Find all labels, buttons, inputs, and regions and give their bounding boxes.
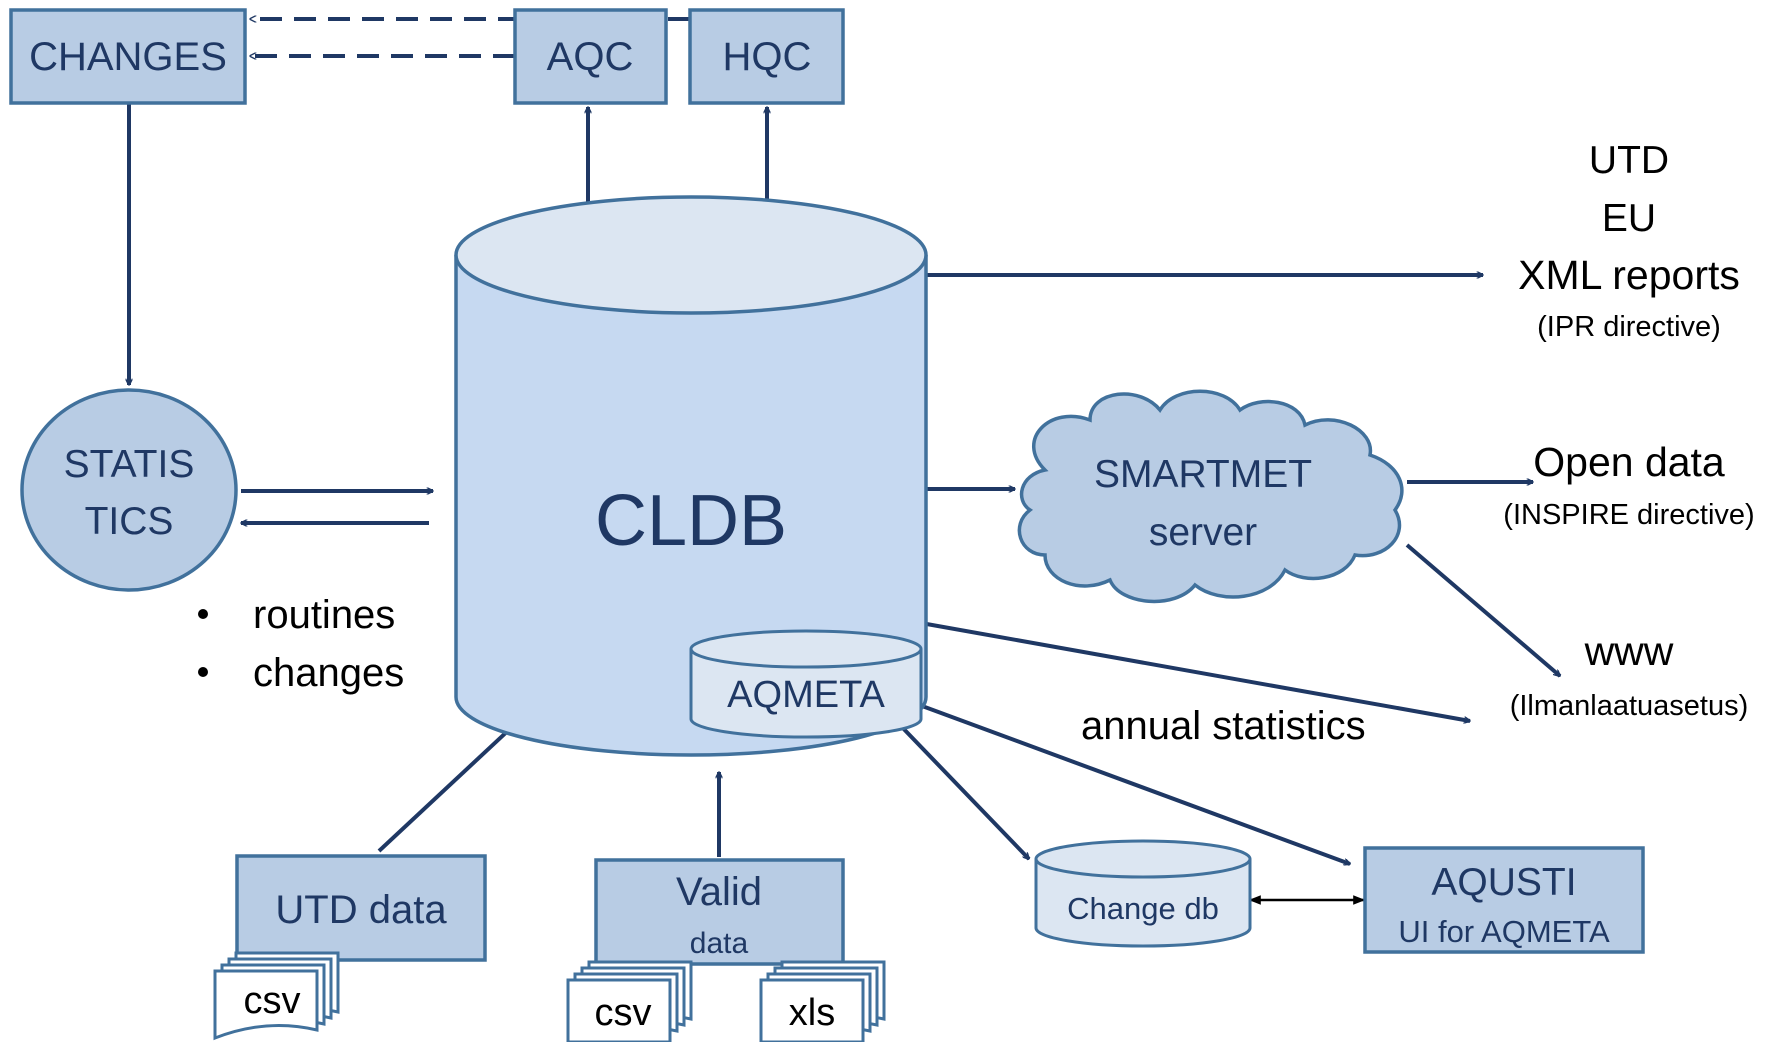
reports-note: (IPR directive)	[1537, 311, 1721, 343]
statistics-circle	[20, 388, 238, 592]
arrow-cldb-to-www	[920, 621, 1470, 721]
aqc-label: AQC	[547, 35, 634, 79]
smartmet-label-line2: server	[1149, 511, 1257, 554]
aqmeta-label: AQMETA	[727, 674, 885, 716]
node-labels: CHANGES AQC HQC STATIS TICS CLDB AQMETA …	[29, 35, 1610, 1034]
smartmet-label-line1: SMARTMET	[1094, 453, 1312, 496]
cldb-top	[454, 195, 928, 315]
reports-line3: XML reports	[1518, 252, 1740, 298]
aqmeta-database	[689, 629, 923, 739]
xls-file-stack-icon	[759, 960, 886, 1042]
csv-valid-file-stack-icon	[566, 960, 693, 1042]
boxes	[9, 8, 1645, 966]
changes-box	[9, 8, 247, 105]
www-note: (Ilmanlaatuasetus)	[1510, 690, 1749, 722]
aqusti-label-line2: UI for AQMETA	[1398, 914, 1610, 949]
arrow-smartmet-to-www	[1405, 543, 1560, 678]
change-db-label: Change db	[1067, 891, 1219, 926]
reports-line2: EU	[1602, 197, 1656, 240]
utd-data-label: UTD data	[275, 888, 447, 932]
statistics-label-line2: TICS	[85, 500, 174, 543]
cldb-label: CLDB	[595, 481, 787, 561]
statistics-label-line1: STATIS	[64, 443, 195, 486]
open-data-note: (INSPIRE directive)	[1503, 499, 1754, 531]
valid-data-label-line1: Valid	[676, 870, 762, 914]
statistics-bullet-list: routines changes	[198, 593, 404, 695]
changedb-database	[1034, 839, 1252, 948]
csv-file-stack-icon	[213, 951, 340, 1041]
bullet-dot	[198, 609, 208, 619]
xls-valid-label: xls	[789, 992, 835, 1034]
bullet-item-changes: changes	[253, 651, 404, 695]
bullet-dot	[198, 667, 208, 677]
valid-data-box	[594, 858, 845, 966]
output-labels: UTD EU XML reports (IPR directive) Open …	[1503, 139, 1754, 722]
reports-line1: UTD	[1589, 139, 1669, 182]
annual-statistics-label: annual statistics	[1081, 704, 1366, 748]
hqc-label: HQC	[723, 35, 812, 79]
csv-valid-label: csv	[595, 992, 652, 1034]
open-data-title: Open data	[1533, 439, 1725, 485]
www-title: www	[1584, 628, 1674, 674]
hqc-box	[688, 8, 845, 105]
aqusti-label-line1: AQUSTI	[1431, 861, 1576, 904]
bullet-item-routines: routines	[253, 593, 395, 637]
changes-label: CHANGES	[29, 35, 227, 79]
smartmet-cloud	[1017, 389, 1404, 604]
aqc-box	[513, 8, 668, 105]
connectors	[129, 19, 1560, 866]
arrow-aqmeta-changedb	[898, 723, 1029, 859]
arrow-utd-to-cldb	[377, 727, 512, 853]
aqusti-box	[1363, 846, 1645, 954]
csv-utd-label: csv	[244, 980, 301, 1022]
valid-data-label-line2: data	[690, 927, 749, 960]
utd-data-box	[235, 854, 487, 962]
